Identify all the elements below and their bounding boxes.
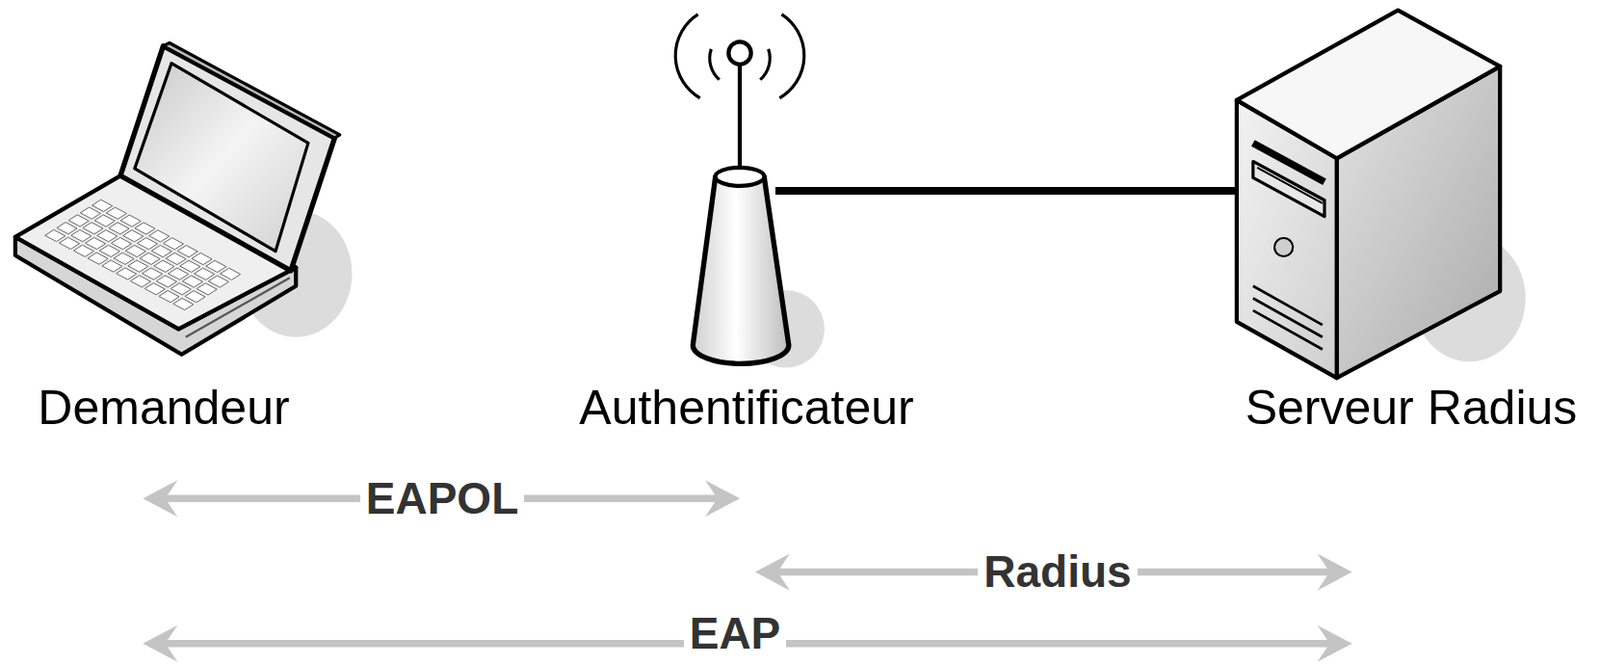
key	[180, 260, 201, 272]
key	[120, 214, 141, 227]
key	[108, 222, 130, 235]
key	[134, 222, 156, 235]
key	[73, 244, 94, 257]
key	[191, 252, 212, 264]
drawing-part	[185, 277, 290, 337]
arrow-head	[755, 552, 790, 590]
key	[79, 207, 101, 219]
drawing-part	[692, 177, 789, 364]
key	[99, 244, 120, 257]
key	[220, 267, 241, 280]
key	[102, 260, 123, 272]
device-label: Authentificateur	[578, 380, 914, 437]
key	[177, 245, 198, 258]
server-device: Serveur Radius	[1234, 10, 1501, 379]
drawing-part	[709, 49, 720, 80]
key	[170, 283, 191, 295]
key	[173, 297, 194, 310]
device-label: Demandeur	[37, 380, 289, 437]
key	[158, 290, 180, 303]
key	[125, 244, 146, 257]
key	[136, 237, 158, 250]
protocol-label: Radius	[977, 546, 1137, 598]
key	[82, 222, 104, 235]
key	[208, 275, 229, 288]
key	[184, 290, 206, 303]
arrow-head	[705, 479, 740, 517]
arrow-head	[1317, 625, 1353, 662]
key	[144, 283, 165, 295]
key	[94, 214, 115, 227]
key	[206, 260, 227, 272]
protocol-label: EAP	[683, 607, 787, 659]
key	[105, 207, 127, 219]
drawing-part	[728, 41, 751, 64]
drawing-part	[1274, 237, 1293, 257]
key	[194, 267, 215, 280]
drawing-part	[760, 49, 770, 80]
drawing-part	[1257, 167, 1323, 204]
key	[196, 283, 217, 295]
key	[182, 275, 203, 288]
key	[156, 275, 177, 288]
drawing-part	[737, 63, 742, 180]
key	[130, 275, 151, 288]
drawing-part	[675, 14, 700, 99]
drawing-part	[779, 14, 804, 99]
network-link	[775, 186, 1235, 195]
device-label: Serveur Radius	[1245, 380, 1578, 437]
laptop-icon	[15, 43, 353, 355]
arrow-head	[142, 479, 178, 517]
key	[154, 260, 175, 272]
authenticator-device: Authentificateur	[708, 168, 776, 368]
drawing-part	[1236, 10, 1500, 159]
drawing-part	[715, 167, 765, 186]
key	[92, 199, 113, 211]
key	[97, 230, 118, 242]
server-icon	[1236, 10, 1526, 379]
drawing-part	[1253, 160, 1325, 216]
drawing-part	[134, 63, 309, 252]
key	[123, 230, 144, 242]
key	[142, 267, 163, 280]
arrow-head	[1317, 552, 1353, 590]
keyboard-keys	[45, 199, 241, 310]
key	[151, 244, 172, 257]
protocol-label: EAPOL	[360, 472, 525, 525]
key	[56, 222, 78, 235]
key	[45, 229, 66, 241]
drawing-part	[1253, 286, 1323, 350]
key	[59, 236, 80, 249]
key	[71, 230, 92, 242]
key	[110, 236, 132, 249]
key	[149, 230, 170, 242]
key	[168, 267, 189, 280]
key	[116, 267, 137, 280]
supplicant-device: Demandeur	[15, 46, 353, 352]
key	[68, 214, 89, 227]
arrow-head	[142, 625, 178, 662]
key	[113, 252, 134, 264]
key	[85, 236, 106, 249]
key	[139, 252, 160, 264]
key	[128, 260, 149, 272]
key	[87, 252, 108, 264]
key	[162, 237, 184, 250]
key	[165, 252, 186, 264]
protocol-arrows	[142, 479, 1352, 662]
